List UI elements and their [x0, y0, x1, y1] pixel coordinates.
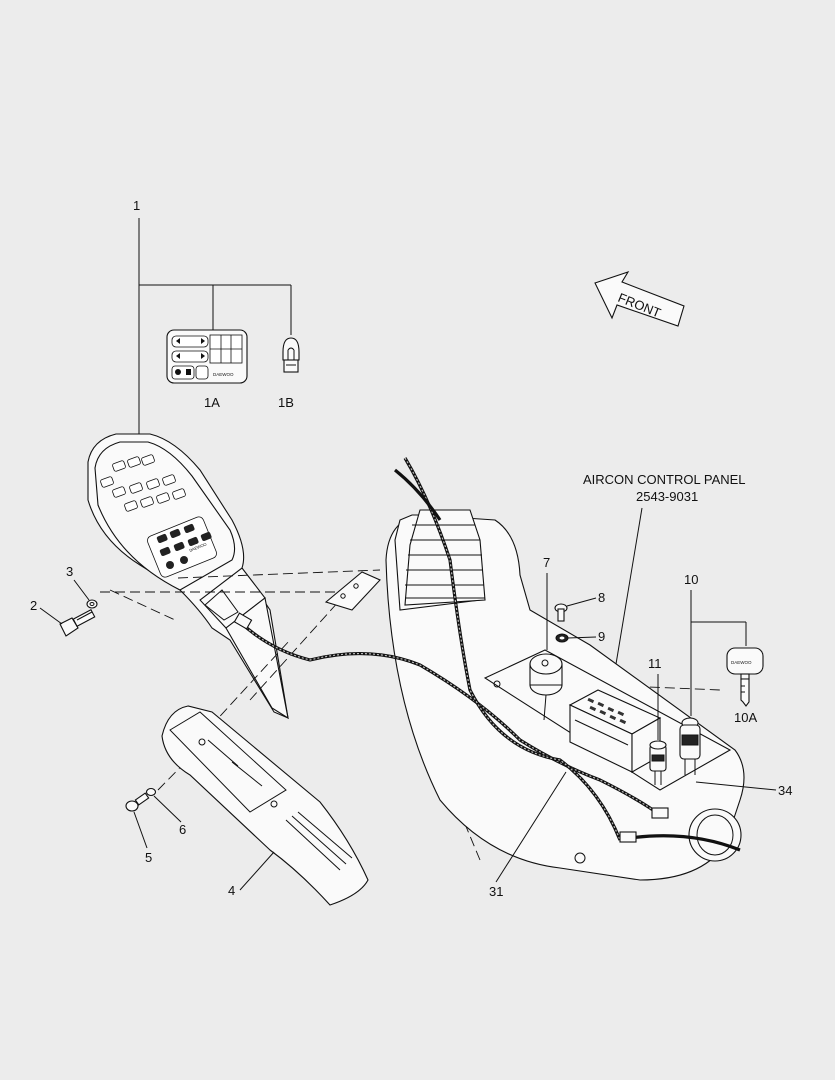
- callout-34: 34: [778, 783, 792, 798]
- aircon-title: AIRCON CONTROL PANEL: [583, 472, 746, 487]
- mounting-plate: [324, 571, 381, 611]
- callout-1: 1: [133, 198, 140, 213]
- callout-11: 11: [648, 656, 662, 671]
- brand-mark-1a: DAEWOO: [213, 372, 234, 377]
- brand-mark-key: DAEWOO: [731, 660, 752, 665]
- callout-2: 2: [30, 598, 37, 613]
- aircon-callout: AIRCON CONTROL PANEL 2543-9031: [583, 472, 746, 701]
- callout-3: 3: [66, 564, 73, 579]
- callout-31: 31: [489, 884, 503, 899]
- seat-base-housing: [385, 509, 745, 881]
- part-2-bolt: 2: [30, 598, 96, 637]
- callout-8: 8: [598, 590, 605, 605]
- aircon-part-number: 2543-9031: [636, 489, 698, 504]
- callout-1a: 1A: [204, 395, 220, 410]
- part-10a-key: DAEWOO 10A: [726, 647, 764, 725]
- callout-1b: 1B: [278, 395, 294, 410]
- joystick-bellows: [404, 509, 486, 606]
- brand-mark-console: DAEWOO: [189, 541, 208, 552]
- part-31-wire-harness: 31: [233, 457, 741, 899]
- part-1b-bulb: 1B: [278, 337, 300, 410]
- part-11-switch: 11: [648, 656, 667, 785]
- callout-group-34: 34: [695, 781, 792, 798]
- part-7-socket: 7: [529, 555, 563, 721]
- part-3-washer: 3: [66, 564, 98, 609]
- part-10-key-switch: 10: [679, 572, 747, 775]
- part-1-console-housing: DAEWOO: [87, 433, 289, 720]
- callout-7: 7: [543, 555, 550, 570]
- part-5-screw: 5: [125, 792, 152, 865]
- callout-5: 5: [145, 850, 152, 865]
- part-9-washer: 9: [555, 629, 605, 644]
- callout-4: 4: [228, 883, 235, 898]
- front-direction-arrow: FRONT: [594, 271, 685, 327]
- part-6-washer: 6: [145, 787, 186, 837]
- callout-9: 9: [598, 629, 605, 644]
- callout-6: 6: [179, 822, 186, 837]
- part-8-screw: 8: [554, 590, 605, 622]
- callout-group-1: 1: [133, 198, 292, 440]
- callout-10a: 10A: [734, 710, 757, 725]
- part-1a-panel-decal: DAEWOO 1A: [166, 329, 248, 410]
- part-4-lower-cover: 4: [161, 705, 369, 906]
- callout-10: 10: [684, 572, 698, 587]
